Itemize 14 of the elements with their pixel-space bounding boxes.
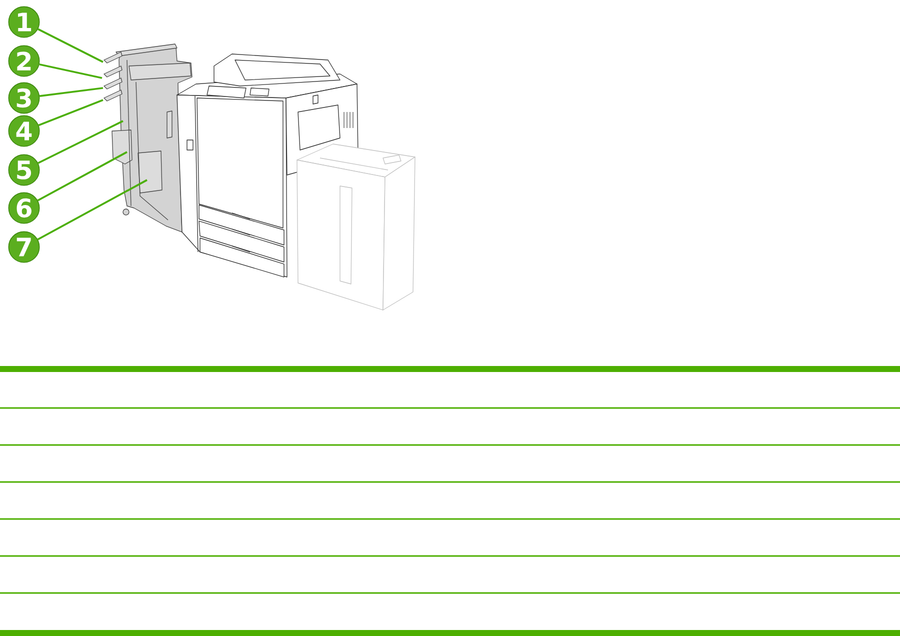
leader-line (39, 63, 102, 79)
leader-line (38, 99, 104, 126)
leader-line (38, 28, 104, 63)
callout-number: 6 (8, 192, 40, 224)
leader-line (37, 179, 148, 240)
callout-number: 1 (8, 6, 40, 38)
callout-number: 7 (8, 231, 40, 263)
leader-line (37, 151, 128, 202)
callout-number: 5 (8, 154, 40, 186)
callout-number: 4 (8, 115, 40, 147)
callout-number: 2 (8, 45, 40, 77)
callout-number: 3 (8, 82, 40, 114)
leader-line (39, 87, 104, 97)
leader-line (38, 120, 124, 164)
